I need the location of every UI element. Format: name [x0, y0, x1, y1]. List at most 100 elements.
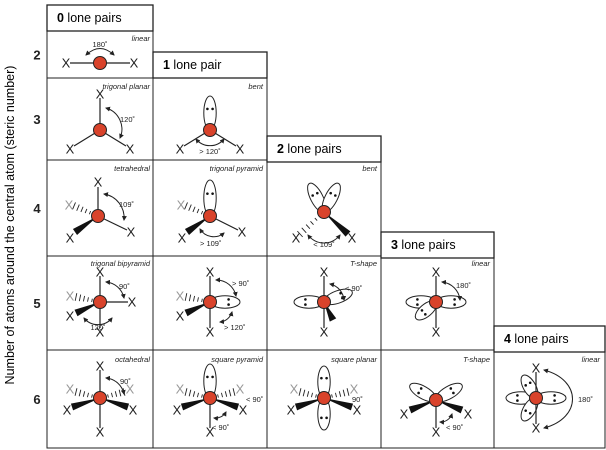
electron-dot [304, 303, 307, 306]
hash-bond [184, 388, 188, 396]
ligand-x: X [66, 382, 75, 397]
hash-bond [80, 206, 84, 213]
electron-dot [420, 309, 424, 312]
hash-bond [188, 294, 192, 302]
electron-dot [449, 387, 453, 390]
electron-dot [553, 399, 556, 402]
electron-dot [416, 298, 419, 301]
central-atom [91, 209, 105, 223]
angle-arc [213, 411, 227, 421]
hash-bond [118, 389, 122, 397]
header-text: 3 lone pairs [391, 238, 456, 252]
angle-arc [199, 228, 225, 238]
hash-bond [72, 202, 76, 210]
electron-dot [311, 194, 314, 197]
hash-bond [76, 204, 80, 211]
header-text: 0 lone pairs [57, 11, 122, 25]
angle-label: < 90˚ [212, 423, 229, 432]
hash-bond [335, 392, 337, 398]
shape-name: trigonal bipyramid [91, 259, 151, 268]
hash-bond [311, 392, 313, 398]
hash-bond [306, 391, 310, 397]
angle-arc [441, 279, 463, 301]
electron-dot [524, 409, 527, 412]
row-number-5: 5 [33, 296, 40, 311]
electron-dot [424, 313, 427, 316]
hash-bond [228, 389, 232, 397]
angle-arc [83, 317, 113, 326]
electron-dot [416, 303, 419, 306]
ligand-x: X [353, 403, 362, 418]
shape-name: octahedral [115, 355, 150, 364]
shape-name: T-shape [350, 259, 377, 268]
shape-name: linear [132, 34, 151, 43]
header-lone-pairs-3: 3 lone pairs [380, 231, 495, 259]
hash-bond [91, 298, 93, 303]
central-atom [93, 123, 107, 137]
hash-bond [82, 391, 86, 397]
hash-bond [346, 388, 350, 396]
angle-arc [103, 192, 127, 221]
ligand-x: X [66, 309, 75, 324]
hash-bond [201, 298, 203, 303]
ligand-x: X [94, 175, 103, 190]
electron-dot [227, 303, 230, 306]
electron-dot [528, 411, 532, 415]
angle-label: 109˚ [119, 200, 134, 209]
hash-bond [87, 297, 89, 302]
angle-label: < 90˚ [246, 395, 263, 404]
ligand-x: X [65, 198, 74, 213]
wedge-bond [74, 302, 100, 317]
header-text: 2 lone pairs [277, 142, 342, 156]
hash-bond [232, 388, 236, 396]
hash-bond [188, 389, 192, 397]
hash-bond [192, 391, 196, 397]
wedge-bond [184, 302, 210, 317]
angle-label: 180˚ [578, 395, 593, 404]
ligand-x: X [96, 359, 105, 374]
shape-name: trigonal planar [102, 82, 150, 91]
row-number-6: 6 [33, 392, 40, 407]
row-number-4: 4 [33, 201, 41, 216]
hash-bond [192, 295, 196, 302]
hash-bond [197, 297, 199, 302]
ligand-x: X [206, 425, 215, 440]
angle-label: < 90˚ [345, 284, 362, 293]
header-box [266, 135, 382, 163]
hash-bond [297, 230, 303, 238]
ligand-x: X [292, 231, 301, 246]
central-atom [203, 391, 217, 405]
electron-dot [211, 375, 214, 379]
central-atom [93, 391, 107, 405]
ligand-x: X [236, 142, 245, 157]
angle-arc [307, 234, 341, 244]
ligand-x: X [238, 225, 247, 240]
angle-label: 120˚ [90, 323, 105, 332]
ligand-x: X [206, 265, 215, 280]
ligand-x: X [63, 403, 72, 418]
header-box [152, 51, 268, 79]
angle-arc [105, 375, 126, 395]
central-atom [429, 393, 443, 407]
electron-dot [206, 375, 209, 379]
angle-arc [105, 279, 126, 299]
electron-dot [320, 376, 323, 380]
electron-dot [417, 391, 420, 395]
header-lone-pairs-0: 0 lone pairs [46, 4, 154, 32]
shape-name: linear [472, 259, 491, 268]
hash-bond [314, 217, 318, 221]
angle-label: > 90˚ [232, 279, 249, 288]
ligand-x: X [176, 142, 185, 157]
ligand-x: X [130, 56, 139, 71]
angle-arc [215, 277, 238, 297]
electron-dot [524, 384, 527, 387]
hash-bond [201, 394, 203, 398]
electron-dot [320, 416, 323, 420]
hash-bond [184, 202, 188, 210]
central-atom [317, 295, 331, 309]
hash-bond [184, 293, 188, 301]
angle-arc [85, 48, 115, 56]
hash-bond [342, 389, 346, 397]
hash-bond [82, 295, 86, 302]
